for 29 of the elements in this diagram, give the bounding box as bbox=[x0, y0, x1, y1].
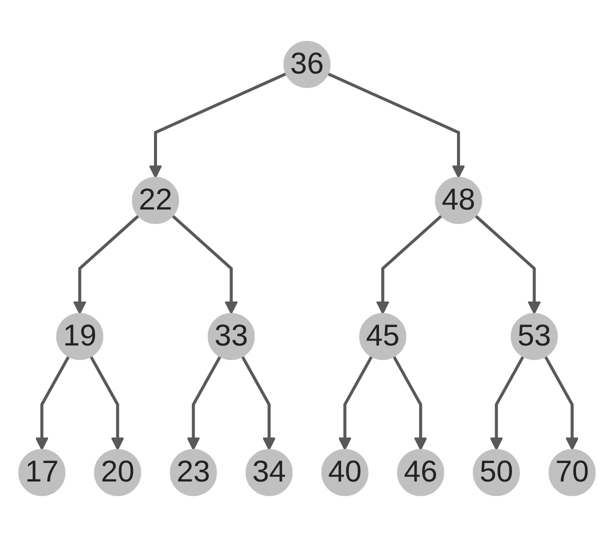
node-circle: 45 bbox=[359, 312, 406, 360]
node-circle: 20 bbox=[94, 449, 142, 496]
arrow bbox=[241, 356, 276, 450]
node-circle: 22 bbox=[132, 176, 180, 224]
node-circle: 40 bbox=[321, 449, 368, 496]
arrow bbox=[73, 214, 140, 314]
arrow bbox=[35, 356, 70, 450]
node-circle: 50 bbox=[472, 449, 520, 496]
arrow bbox=[148, 72, 287, 178]
node-circle: 34 bbox=[246, 449, 293, 496]
arrow bbox=[171, 214, 238, 314]
node-circle: 36 bbox=[283, 40, 331, 88]
arrow bbox=[490, 356, 524, 450]
arrow bbox=[544, 356, 579, 450]
arrow bbox=[186, 356, 222, 450]
arrow bbox=[474, 214, 541, 314]
node-circle: 70 bbox=[548, 449, 596, 496]
node-circle: 19 bbox=[56, 312, 104, 360]
node-circle: 46 bbox=[397, 449, 444, 496]
node-circle: 17 bbox=[18, 449, 66, 496]
arrow bbox=[376, 214, 443, 314]
arrow bbox=[90, 356, 124, 450]
node-circle: 48 bbox=[434, 176, 482, 224]
node-circle: 33 bbox=[208, 312, 255, 360]
node-circle: 23 bbox=[170, 449, 217, 496]
arrow bbox=[392, 356, 428, 450]
arrow bbox=[338, 356, 373, 450]
arrow bbox=[327, 72, 466, 178]
node-circle: 53 bbox=[510, 312, 558, 360]
